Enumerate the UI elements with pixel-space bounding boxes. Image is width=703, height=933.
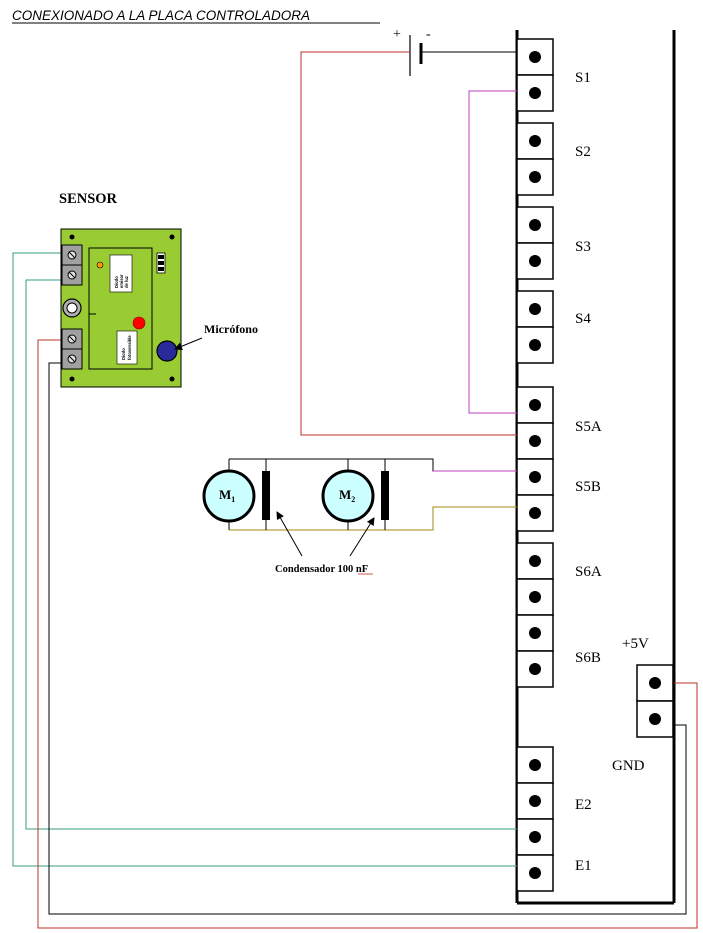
motors: M1 M2 (202, 469, 389, 523)
label-gnd: GND (612, 758, 645, 774)
motor-m2-label: M2 (339, 487, 355, 504)
terminal-screw (529, 795, 541, 807)
battery: + - (393, 27, 431, 76)
terminal-screw (529, 663, 541, 675)
capacitor-label: Condensador 100 nF (275, 564, 368, 575)
capacitor-c1 (262, 471, 270, 520)
battery-minus-label: - (426, 27, 431, 42)
terminal-screw (529, 471, 541, 483)
motor-m1: M1 (202, 469, 256, 523)
svg-text:de luz: de luz (124, 276, 129, 288)
label-s1: S1 (575, 70, 591, 86)
terminal-screw (649, 713, 661, 725)
label-s6b: S6B (575, 650, 601, 666)
mount-hole (169, 376, 175, 382)
terminal-block-s4 (516, 290, 554, 364)
motor-m2: M2 (321, 469, 375, 523)
sensor-module (88, 247, 153, 370)
mount-hole (169, 234, 175, 240)
terminal-screw (529, 87, 541, 99)
label-s5b: S5B (575, 479, 601, 495)
terminal-labels: S1 S2 S3 S4 S5A S5B S6A S6B E2 E1 +5V GN… (575, 70, 649, 874)
svg-text:emisor: emisor (119, 274, 124, 288)
motor-bottom-bus (229, 506, 517, 531)
label-s5a: S5A (575, 419, 602, 435)
chip-label-emitter: Diodo emisor de luz (109, 254, 133, 293)
terminal-cell (516, 650, 554, 688)
terminal-block-s2 (516, 122, 554, 196)
terminal-blocks (516, 38, 674, 892)
terminal-cell (516, 122, 554, 160)
sensor-terminals (61, 244, 83, 370)
terminal-screw (529, 135, 541, 147)
terminal-screw (529, 507, 541, 519)
label-e1: E1 (575, 858, 592, 874)
svg-text:Diodo: Diodo (114, 276, 119, 288)
terminal-screw (529, 255, 541, 267)
terminal-block-s3 (516, 206, 554, 280)
label-e2: E2 (575, 797, 592, 813)
chip-label-photodiode: Diodo fotosensible (116, 330, 138, 365)
label-s3: S3 (575, 239, 591, 255)
svg-text:Diodo: Diodo (121, 348, 126, 360)
terminal-screw (529, 591, 541, 603)
capacitor-c2 (381, 471, 389, 520)
sensor-to-e2-wire (25, 279, 517, 830)
wires (12, 51, 698, 929)
motor-top-bus-black (229, 458, 517, 472)
terminal-screw (529, 339, 541, 351)
label-s4: S4 (575, 311, 591, 327)
terminal-screw (529, 51, 541, 63)
battery-plus-label: + (393, 27, 401, 42)
terminal-screw (529, 399, 541, 411)
terminal-block-s1 (516, 38, 554, 112)
microphone-label: Micrófono (204, 322, 258, 336)
terminal-block-s6 (516, 542, 554, 688)
sensor-title: SENSOR (59, 191, 118, 207)
microphone-icon (156, 340, 178, 362)
capacitor-arrow-1 (276, 511, 303, 557)
sensor-to-e1-wire (12, 252, 517, 867)
battery-positive-wire (300, 51, 517, 436)
sensor-board: SENSOR (59, 191, 258, 388)
mount-hole (69, 376, 75, 382)
diagram-title: CONEXIONADO A LA PLACA CONTROLADORA (12, 8, 310, 23)
terminal-screw (529, 627, 541, 639)
terminal-block-power (636, 664, 674, 738)
jumper (156, 252, 166, 274)
terminal-screw (649, 677, 661, 689)
label-s2: S2 (575, 144, 591, 160)
indicator-led (96, 261, 104, 269)
terminal-block-s5 (516, 386, 554, 532)
terminal-cell (516, 494, 554, 532)
terminal-cell (516, 158, 554, 196)
terminal-screw (529, 303, 541, 315)
motor-m1-label: M1 (219, 487, 235, 504)
red-led (132, 316, 146, 330)
terminal-block-inputs (516, 746, 554, 892)
terminal-screw (529, 171, 541, 183)
vcc-wire (37, 339, 698, 929)
potentiometer (62, 298, 96, 318)
terminal-screw (529, 867, 541, 879)
mount-hole (69, 234, 75, 240)
terminal-screw (529, 555, 541, 567)
s1-to-s5a-wire (468, 90, 517, 414)
microphone-arrow (174, 337, 203, 351)
terminal-cell (516, 458, 554, 496)
terminal-screw (529, 759, 541, 771)
label-vcc: +5V (622, 636, 649, 652)
label-s6a: S6A (575, 564, 602, 580)
svg-text:fotosensible: fotosensible (127, 335, 132, 360)
capacitor-arrow-2 (349, 517, 375, 557)
terminal-screw (529, 219, 541, 231)
terminal-screw (529, 831, 541, 843)
terminal-cell (516, 854, 554, 892)
capacitor-annotation: Condensador 100 nF (275, 511, 375, 575)
terminal-screw (529, 435, 541, 447)
gnd-wire (48, 362, 687, 915)
